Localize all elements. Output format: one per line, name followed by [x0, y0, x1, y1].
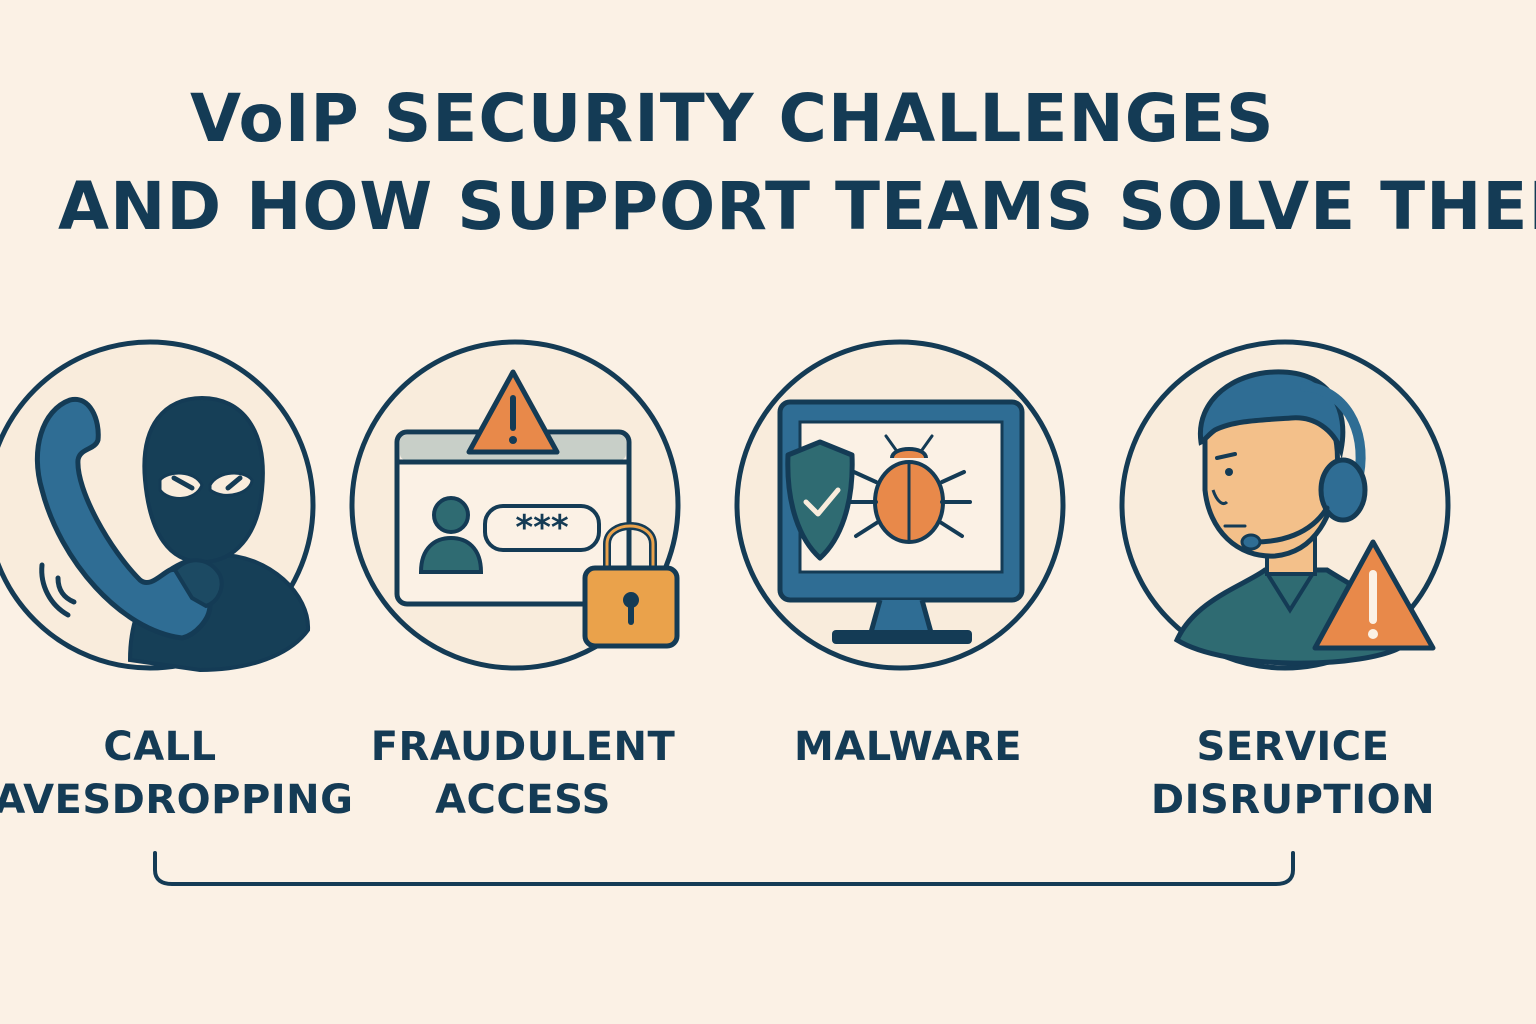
fraudulent-access-icon: ***	[335, 330, 695, 690]
label-line-2: EAVESDROPPING	[0, 777, 354, 823]
label-service-disruption: SERVICE DISRUPTION	[1083, 721, 1503, 827]
label-line-1: SERVICE	[1196, 724, 1390, 770]
malware-icon	[720, 330, 1080, 690]
service-disruption-icon	[1105, 330, 1465, 690]
monitor-bug-icon	[734, 339, 1066, 671]
page-title-line-2: AND HOW SUPPORT TEAMS SOLVE THEM	[58, 168, 1536, 245]
hacker-phone-icon	[0, 339, 316, 673]
label-line-2: DISRUPTION	[1150, 777, 1436, 823]
bug-icon	[846, 434, 972, 544]
password-mask-text: ***	[515, 508, 569, 548]
label-line-1: FRAUDULENT	[370, 724, 676, 770]
label-call-eavesdropping: CALL EAVESDROPPING	[0, 721, 370, 827]
checkmark-icon	[803, 487, 841, 517]
label-line-2: ACCESS	[435, 777, 611, 823]
call-eavesdropping-icon	[0, 330, 330, 690]
label-malware: MALWARE	[698, 721, 1118, 774]
shield-icon	[785, 439, 855, 561]
label-fraudulent-access: FRAUDULENT ACCESS	[313, 721, 733, 827]
login-lock-icon: ***	[349, 339, 681, 671]
support-agent-icon	[1119, 339, 1451, 671]
label-line-1: CALL	[103, 724, 217, 770]
page-title-line-1: VoIP SECURITY CHALLENGES	[190, 80, 1275, 157]
label-line-1: MALWARE	[793, 724, 1023, 770]
